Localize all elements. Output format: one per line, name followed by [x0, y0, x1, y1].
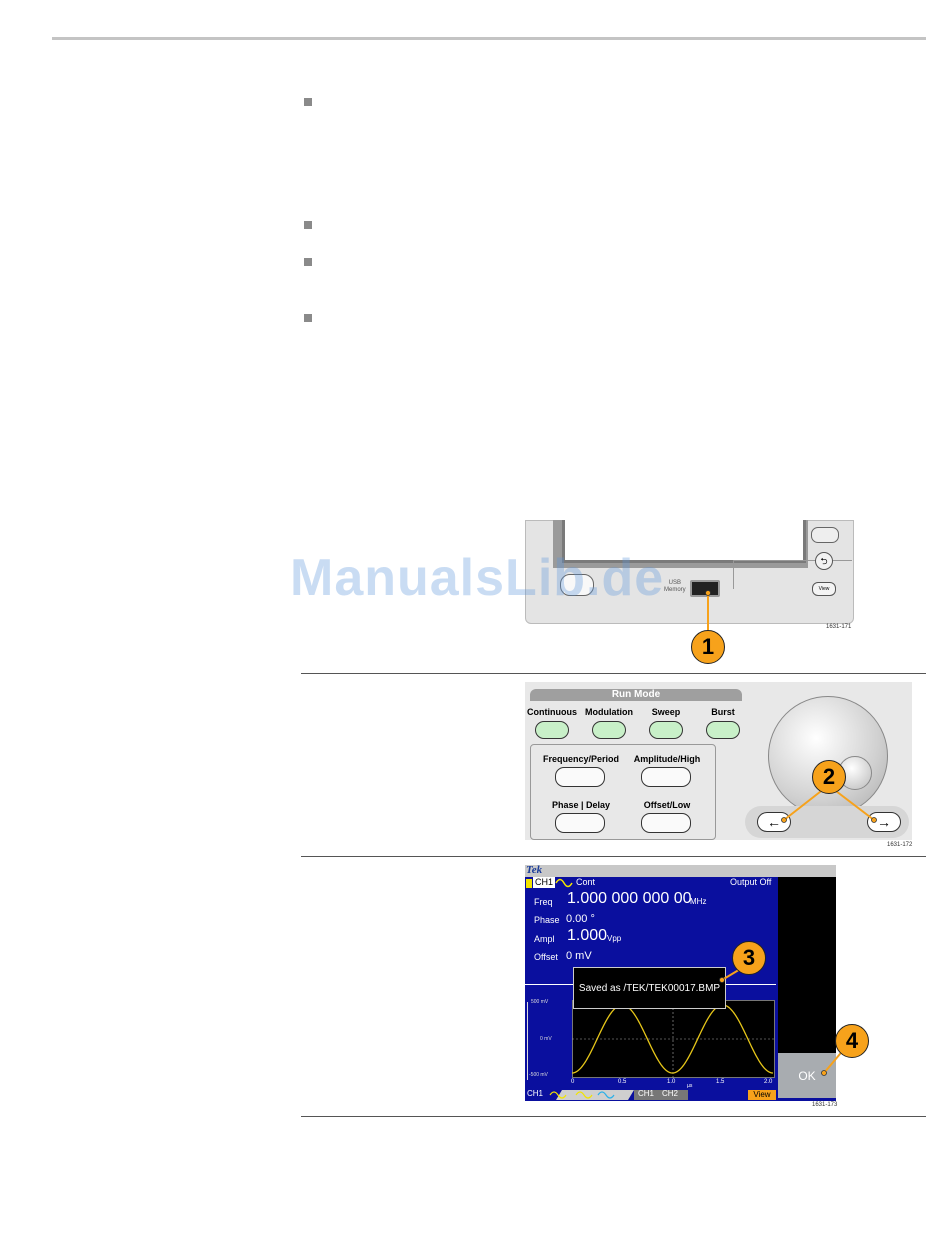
ampl-label: Ampl [534, 934, 555, 944]
bullet-marker [304, 221, 312, 229]
callout-4: 4 [835, 1024, 869, 1058]
ok-button: OK [778, 1053, 836, 1098]
freq-value: 1.000 000 000 00 [567, 890, 692, 907]
usb-memory-label: USB Memory [664, 580, 686, 593]
callout-leader-lines [781, 787, 877, 823]
run-mode-status: Cont [576, 877, 596, 887]
channel-color-swatch [526, 879, 532, 888]
x-tick-label: 0 [571, 1079, 575, 1085]
modulation-button [592, 721, 626, 739]
amplitude-high-button [641, 767, 691, 787]
general-purpose-knob [768, 696, 888, 816]
continuous-button [535, 721, 569, 739]
side-menu-panel [778, 877, 836, 1053]
power-button [560, 574, 594, 596]
header-rule [52, 37, 926, 40]
run-mode-title: Run Mode [530, 689, 742, 701]
watermark: ManualsLib.de [290, 549, 665, 607]
right-arrow-button: → [867, 812, 901, 832]
softkey-button [811, 527, 839, 543]
x-tick-label: 1.5 [716, 1079, 725, 1085]
bullet-marker [304, 314, 312, 322]
x-tick-label: 0.5 [618, 1079, 627, 1085]
panel-seam [733, 560, 852, 589]
tab-ch2: CH2 [662, 1089, 679, 1098]
figure-id: 1631-171 [826, 624, 852, 630]
output-status: Output Off [730, 877, 772, 887]
channel-tab-background [634, 1090, 688, 1100]
view-tab: View [748, 1090, 776, 1100]
phase-delay-label: Phase | Delay [551, 800, 611, 810]
tab-ch1-indicator: CH1 [527, 1089, 544, 1098]
display-screen [562, 520, 806, 563]
parameter-button-group [530, 744, 716, 840]
callout-3: 3 [732, 941, 766, 975]
offset-low-button [641, 813, 691, 833]
y-tick-label: 500 mV [531, 999, 549, 1005]
channel-label: CH1 [533, 877, 556, 888]
y-tick-label: 0 mV [540, 1036, 552, 1042]
usb-port [690, 580, 720, 597]
callout-1: 1 [691, 630, 725, 664]
phase-value: 0.00 ° [566, 913, 595, 925]
y-tick-label: -500 mV [529, 1072, 548, 1078]
x-tick-label: 2.0 [764, 1079, 773, 1085]
freq-label: Freq [534, 897, 553, 907]
freq-unit: MHz [690, 897, 707, 906]
burst-label: Burst [711, 707, 735, 717]
ampl-value: 1.000 [567, 927, 608, 944]
y-scale-bar [527, 1002, 528, 1080]
bullet-marker [304, 98, 312, 106]
burst-button [706, 721, 740, 739]
sine-icon [555, 878, 573, 888]
section-divider [301, 673, 926, 674]
figure-id: 1631-172 [887, 842, 913, 848]
callout-leader-line [705, 590, 711, 632]
offset-label: Offset [534, 952, 558, 962]
phase-label: Phase [534, 915, 560, 925]
frequency-period-label: Frequency/Period [542, 754, 620, 764]
frequency-period-button [555, 767, 605, 787]
section-divider [301, 1116, 926, 1117]
ampl-unit: Vpp [607, 934, 622, 943]
view-button: View [812, 582, 836, 596]
sweep-label: Sweep [651, 707, 681, 717]
amplitude-high-label: Amplitude/High [633, 754, 701, 764]
ok-label: OK [798, 1068, 816, 1083]
callout-leader-lines [719, 967, 846, 1076]
x-unit-label: µs [687, 1083, 693, 1089]
save-confirmation-dialog: Saved as /TEK/TEK00017.BMP [573, 967, 726, 1009]
x-tick-label: 1.0 [667, 1079, 676, 1085]
figure-id: 1631-173 [812, 1102, 838, 1108]
waveform-tab-icons [549, 1090, 634, 1100]
title-bar [525, 865, 836, 877]
section-divider [301, 856, 926, 857]
callout-2: 2 [812, 760, 846, 794]
offset-value: 0 mV [566, 950, 592, 962]
phase-delay-button [555, 813, 605, 833]
left-arrow-button: ← [757, 812, 791, 832]
bullet-marker [304, 258, 312, 266]
offset-low-label: Offset/Low [643, 800, 691, 810]
continuous-label: Continuous [527, 707, 577, 717]
sweep-button [649, 721, 683, 739]
tek-logo: Tek [526, 865, 543, 876]
return-icon: ⮌ [815, 552, 833, 570]
dialog-message: Saved as /TEK/TEK00017.BMP [578, 982, 721, 994]
tab-ch1: CH1 [638, 1089, 655, 1098]
sine-waveform [572, 1000, 775, 1078]
modulation-label: Modulation [585, 707, 633, 717]
